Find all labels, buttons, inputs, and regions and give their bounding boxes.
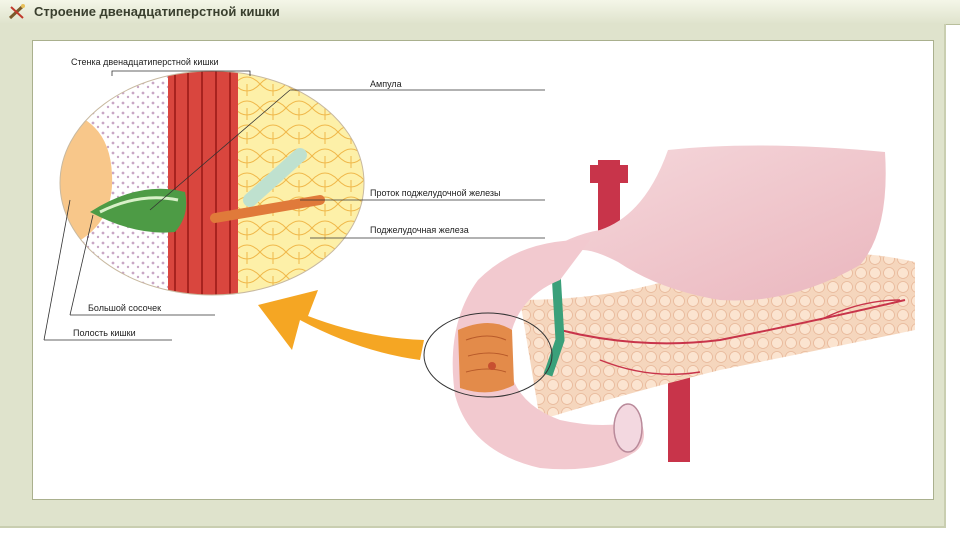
opened-duodenum <box>458 323 514 392</box>
label-ampula: Ампула <box>370 79 402 89</box>
magnify-arrow <box>258 290 424 360</box>
label-pancreas: Поджелудочная железа <box>370 225 469 235</box>
label-pancreatic-duct: Проток поджелудочной железы <box>370 188 501 198</box>
label-wall: Стенка двенадцатиперстной кишки <box>71 57 219 67</box>
vessel <box>668 370 690 462</box>
duodenum-end <box>614 404 642 452</box>
label-lumen: Полость кишки <box>73 328 136 338</box>
magnified-section <box>60 70 370 300</box>
label-major-papilla: Большой сосочек <box>88 303 161 313</box>
